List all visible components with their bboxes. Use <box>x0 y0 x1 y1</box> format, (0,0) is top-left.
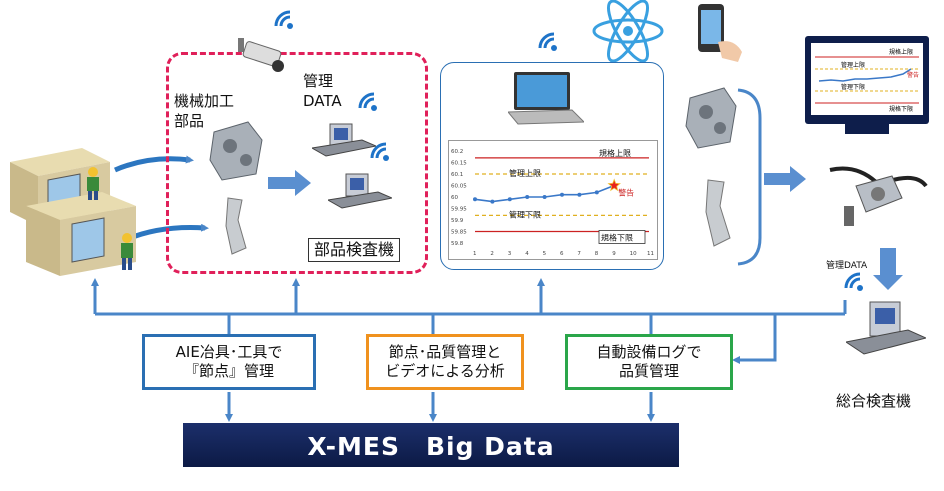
worker-icon <box>82 166 104 200</box>
y-tick-label: 60.1 <box>451 172 463 178</box>
management-data-label-line1: 管理 <box>303 72 333 90</box>
y-tick-label: 60.15 <box>451 161 467 167</box>
x-mes-big-data-banner: X-MES Big Data <box>183 423 679 467</box>
x-tick-label: 6 <box>560 251 564 257</box>
monitor-icon: 規格上限 管理上限 警告 管理下限 規格下限 <box>805 36 929 124</box>
monitor-control-upper: 管理上限 <box>841 61 865 69</box>
y-tick-label: 60 <box>451 195 458 201</box>
inspection-conveyor-image <box>328 170 392 214</box>
control-upper-label: 管理上限 <box>509 168 541 178</box>
data-point <box>577 193 581 197</box>
x-tick-label: 10 <box>630 251 637 257</box>
data-point <box>543 195 547 199</box>
bracket-part-image <box>220 196 250 256</box>
video-box-line1: 節点･品質管理と <box>369 343 521 362</box>
alert-label: 警告 <box>618 188 634 198</box>
wifi-icon <box>272 8 298 34</box>
management-data-label-line2: DATA <box>303 92 342 110</box>
y-tick-label: 59.8 <box>451 241 464 247</box>
smartphone-icon <box>694 2 746 64</box>
wifi-icon <box>842 270 868 296</box>
data-point <box>490 200 494 204</box>
tester-device-image <box>826 162 930 232</box>
x-tick-label: 4 <box>525 251 529 257</box>
laptop-icon <box>508 70 584 126</box>
general-inspection-conveyor-image <box>846 298 926 364</box>
parts-inspection-label: 部品検査機 <box>308 238 400 262</box>
data-point <box>595 190 599 194</box>
y-tick-label: 59.9 <box>451 218 464 224</box>
atom-icon <box>590 0 666 62</box>
video-box-line2: ビデオによる分析 <box>369 362 521 381</box>
data-point <box>560 193 564 197</box>
quality-control-chart: 60.2 60.15 60.1 60.05 60 59.95 59.9 59.85 59.8 1 2… <box>448 140 658 260</box>
wifi-icon <box>536 30 562 56</box>
y-tick-label: 59.95 <box>451 207 467 213</box>
x-tick-label: 2 <box>490 251 494 257</box>
y-tick-label: 59.85 <box>451 230 467 236</box>
spec-lower-label: 規格下限 <box>601 233 633 243</box>
machined-parts-label-line1: 機械加工 <box>174 92 234 110</box>
camera-icon <box>236 36 286 82</box>
general-inspection-label: 総合検査機 <box>836 392 911 410</box>
aie-jig-tool-box: AIE冶具･工具で 『節点』管理 <box>142 334 316 390</box>
monitor-spec-upper: 規格上限 <box>889 48 913 56</box>
x-tick-label: 7 <box>577 251 581 257</box>
x-tick-label: 5 <box>543 251 547 257</box>
control-lower-label: 管理下限 <box>509 209 541 219</box>
engine-part-image <box>684 86 738 150</box>
video-analysis-box: 節点･品質管理と ビデオによる分析 <box>366 334 524 390</box>
equipment-log-box: 自動設備ログで 品質管理 <box>565 334 733 390</box>
machined-parts-label-line2: 部品 <box>174 112 204 130</box>
worker-icon <box>116 232 138 270</box>
x-tick-label: 1 <box>473 251 477 257</box>
data-point <box>525 195 529 199</box>
wifi-icon <box>356 90 382 116</box>
spec-upper-label: 規格上限 <box>599 148 631 158</box>
y-tick-label: 60.2 <box>451 149 463 155</box>
monitor-control-lower: 管理下限 <box>841 83 865 91</box>
data-point <box>508 197 512 201</box>
monitor-spec-lower: 規格下限 <box>889 105 913 113</box>
x-tick-label: 9 <box>612 251 616 257</box>
monitor-stand <box>845 124 889 134</box>
x-tick-label: 3 <box>508 251 512 257</box>
aie-box-line2: 『節点』管理 <box>145 362 313 381</box>
x-tick-label: 11 <box>647 251 654 257</box>
inspection-conveyor-image <box>312 120 376 162</box>
monitor-alert: 警告 <box>907 71 919 79</box>
big-data-title: X-MES Big Data <box>307 427 554 463</box>
engine-part-image <box>208 120 264 182</box>
aie-box-line1: AIE冶具･工具で <box>145 343 313 362</box>
log-box-line2: 品質管理 <box>568 362 730 381</box>
x-tick-label: 8 <box>595 251 599 257</box>
bracket-part-image <box>700 178 734 248</box>
log-box-line1: 自動設備ログで <box>568 343 730 362</box>
series-line <box>475 186 614 202</box>
y-tick-label: 60.05 <box>451 184 467 190</box>
data-point <box>473 197 477 201</box>
